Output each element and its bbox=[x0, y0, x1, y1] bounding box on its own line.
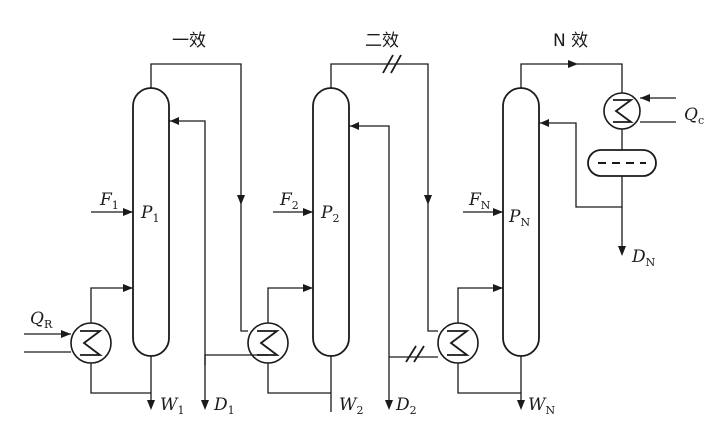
stage-title-second: 二效 bbox=[365, 31, 399, 51]
vapor-line-1 bbox=[150, 63, 248, 332]
vapor-line-n bbox=[520, 63, 623, 93]
label-w2: W2 bbox=[339, 395, 363, 417]
reflux-line-2 bbox=[349, 125, 390, 357]
d1-arrow bbox=[201, 400, 209, 410]
reflux-arrow-2 bbox=[350, 122, 359, 130]
label-pn: PN bbox=[508, 207, 530, 229]
reboiler-1-vapor-return bbox=[90, 287, 133, 323]
reboiler-n-bottom-line bbox=[457, 363, 521, 394]
label-p2: P2 bbox=[320, 203, 339, 225]
feed-arrow-1 bbox=[123, 208, 133, 216]
break-mark-nb bbox=[413, 345, 425, 363]
d2-arrow bbox=[385, 400, 393, 410]
label-qc: Qc bbox=[684, 105, 704, 127]
condenser bbox=[603, 92, 641, 130]
reflux-arrow-n bbox=[540, 119, 549, 127]
w1-arrow bbox=[147, 400, 155, 410]
break-mark-2a bbox=[382, 54, 394, 74]
vapor-line-2 bbox=[330, 63, 438, 332]
reboiler-1 bbox=[70, 322, 112, 364]
reboiler-1-return-arrow bbox=[123, 284, 133, 292]
label-d2: D2 bbox=[395, 395, 417, 417]
reboiler-n-coil bbox=[447, 330, 470, 356]
label-d1: D1 bbox=[213, 395, 235, 417]
reboiler-2 bbox=[247, 322, 289, 364]
qr-arrow bbox=[61, 330, 71, 338]
reboiler-1-coil bbox=[80, 330, 103, 356]
reboiler-n bbox=[437, 322, 479, 364]
reboiler-n-vapor-return bbox=[457, 287, 503, 323]
break-mark-na bbox=[405, 345, 417, 363]
label-p1: P1 bbox=[140, 203, 159, 225]
label-w1: W1 bbox=[160, 395, 184, 417]
reboiler-2-return-arrow bbox=[303, 284, 313, 292]
label-f1: F1 bbox=[99, 190, 119, 212]
break-mark-2b bbox=[390, 54, 402, 74]
label-f2: F2 bbox=[279, 190, 299, 212]
label-dn: DN bbox=[631, 247, 656, 269]
label-wn: WN bbox=[528, 395, 555, 417]
label-qr: QR bbox=[30, 309, 53, 331]
reflux-line-n bbox=[539, 122, 623, 208]
reboiler-n-return-arrow bbox=[493, 284, 503, 292]
label-fn: FN bbox=[468, 190, 491, 212]
reboiler-2-vapor-return bbox=[267, 287, 313, 323]
vapor-arrow-2 bbox=[424, 195, 432, 205]
wn-arrow bbox=[517, 400, 525, 410]
reboiler-2-bottom-line bbox=[267, 363, 331, 394]
reflux-line-1 bbox=[169, 120, 206, 365]
qc-arrow bbox=[640, 94, 650, 102]
reboiler-1-bottom-line bbox=[90, 363, 151, 394]
feed-arrow-2 bbox=[303, 208, 313, 216]
stage-title-last: N 效 bbox=[553, 31, 588, 51]
stage-title-first: 一效 bbox=[172, 31, 206, 51]
condenser-coil bbox=[613, 99, 634, 123]
feed-arrow-n bbox=[493, 208, 503, 216]
vapor-arrow-1 bbox=[237, 195, 245, 205]
vapor-arrow-n bbox=[568, 60, 578, 68]
reflux-arrow-1 bbox=[170, 117, 179, 125]
reboiler-2-coil bbox=[257, 330, 280, 356]
dn-arrow bbox=[618, 246, 626, 256]
